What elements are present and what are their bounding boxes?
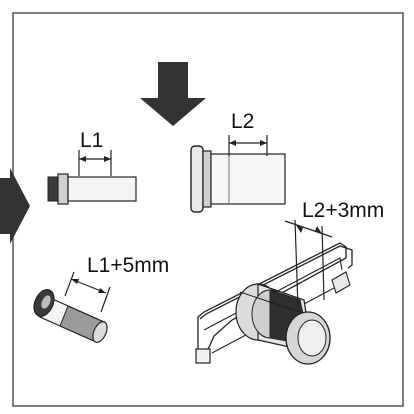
label-l1-plus-5mm: L1+5mm: [87, 254, 169, 277]
pipe-short: [47, 173, 137, 205]
panel-frame: [12, 12, 404, 407]
dimension-l2-plus: [284, 219, 333, 309]
pipe-marked: [33, 289, 108, 343]
down-arrow-icon: [140, 62, 206, 126]
dimension-l2: [228, 135, 268, 156]
fitting-large: [190, 145, 286, 213]
hacksaw: [195, 242, 353, 364]
label-l2: L2: [231, 110, 254, 133]
dimension-l1: [78, 150, 112, 176]
right-arrow-icon: [0, 168, 30, 244]
label-l1: L1: [80, 129, 103, 152]
fitting-cut: [235, 283, 331, 365]
dimension-l1-plus: [64, 271, 111, 313]
label-l2-plus-3mm: L2+3mm: [302, 199, 384, 222]
